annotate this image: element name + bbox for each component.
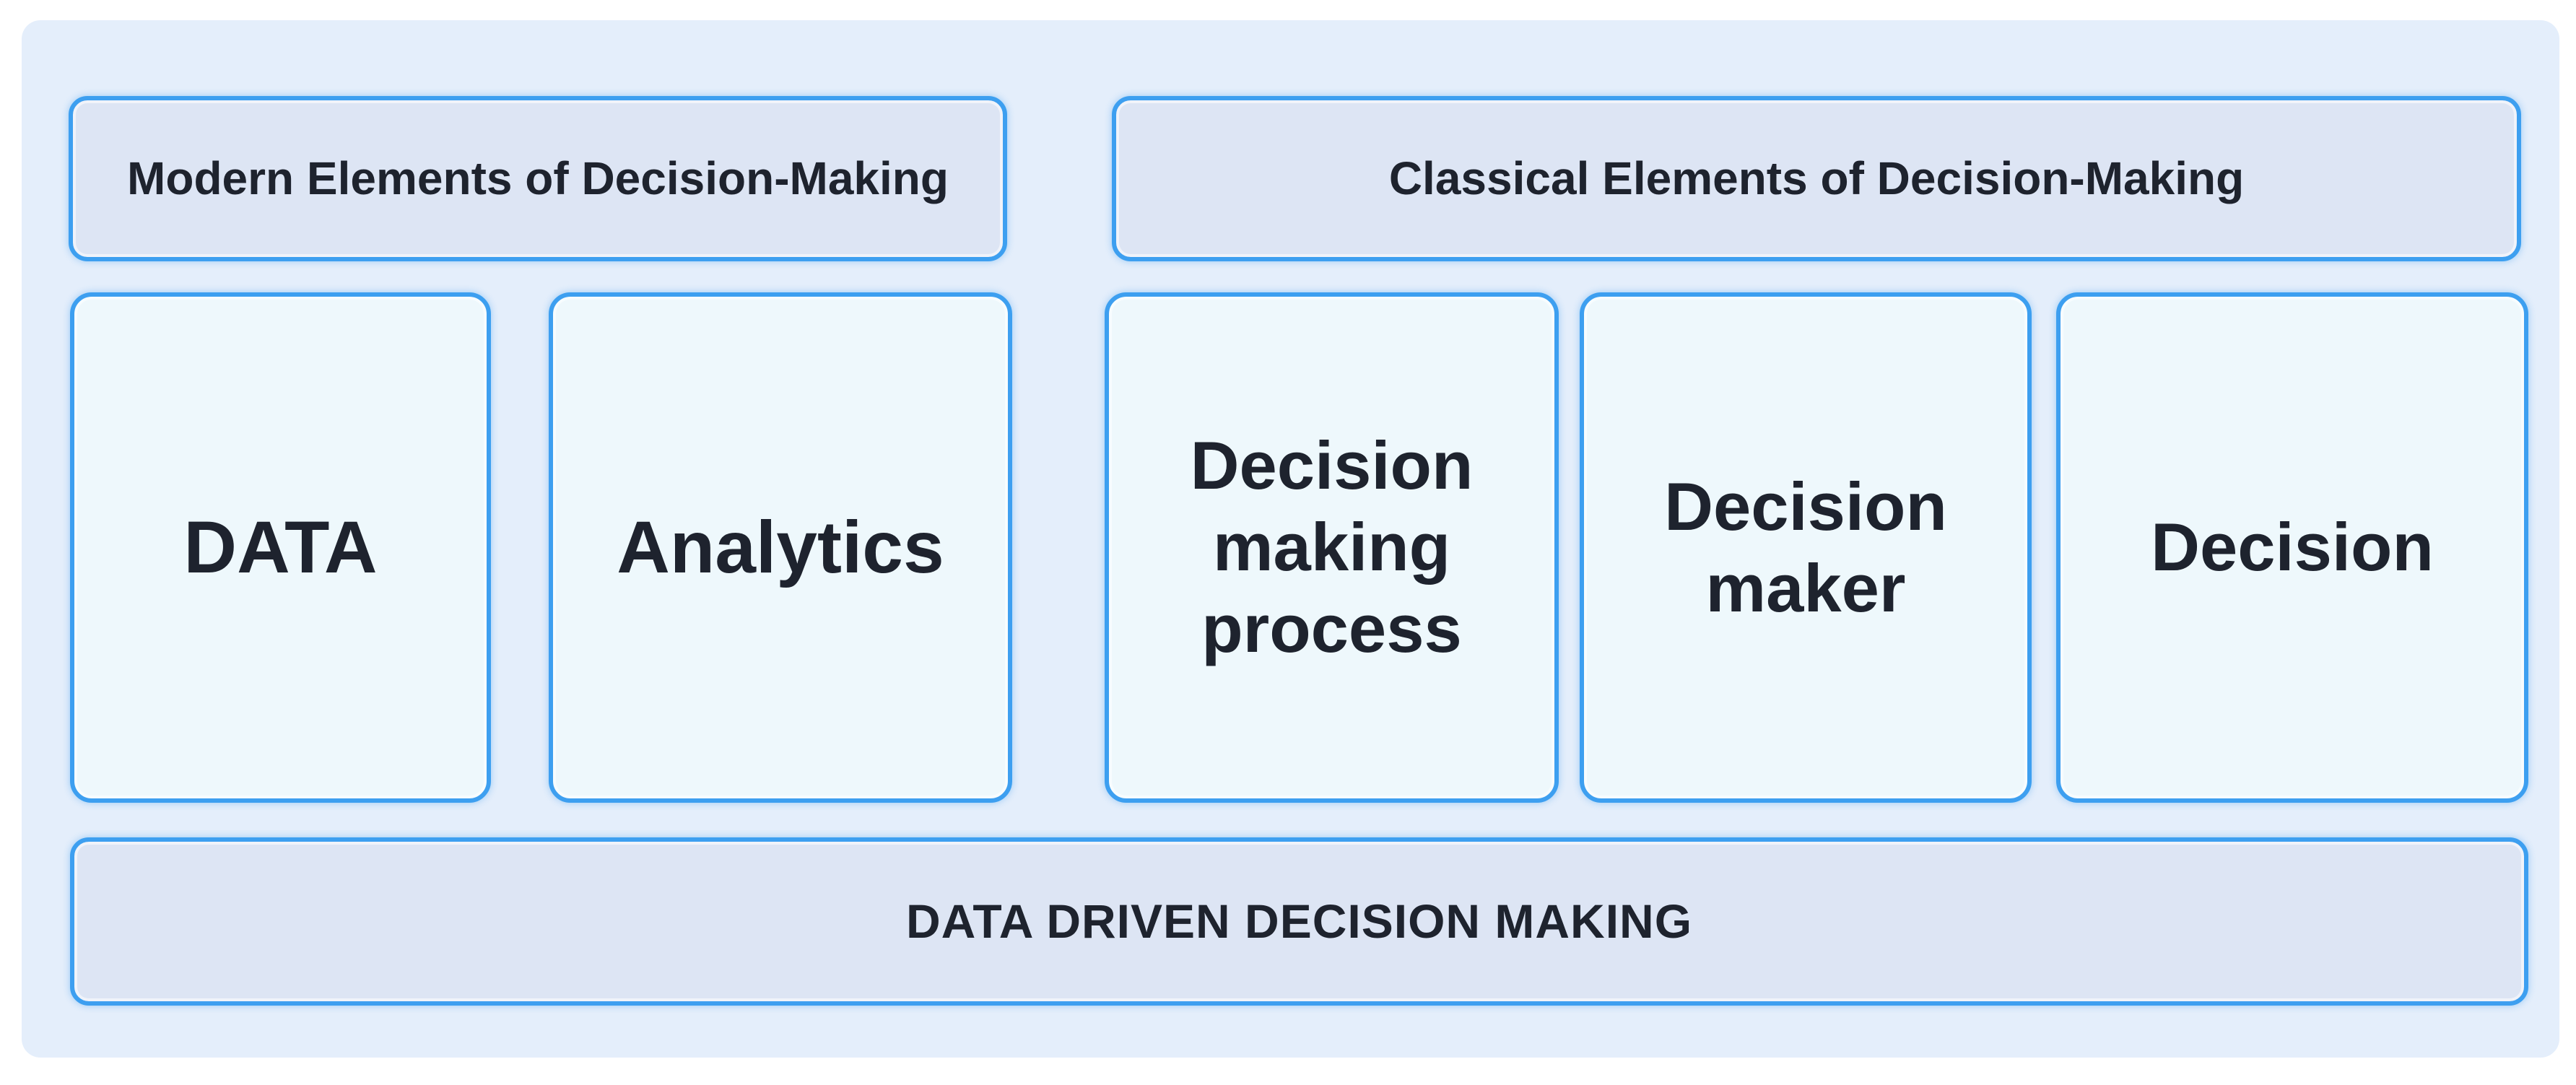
header-modern-elements-label: Modern Elements of Decision-Making: [127, 152, 949, 205]
box-decision-maker-label: Decision maker: [1664, 468, 1947, 626]
box-analytics: Analytics: [549, 292, 1012, 803]
box-decision-label: Decision: [2151, 509, 2434, 585]
box-data-label: DATA: [183, 506, 378, 589]
header-modern-elements: Modern Elements of Decision-Making: [69, 96, 1007, 261]
box-decision-maker: Decision maker: [1580, 292, 2032, 803]
box-decision-making-process-label: Decision making process: [1190, 427, 1474, 666]
footer-label: DATA DRIVEN DECISION MAKING: [905, 894, 1693, 948]
box-decision: Decision: [2056, 292, 2528, 803]
header-classical-elements-label: Classical Elements of Decision-Making: [1388, 152, 2245, 205]
box-data: DATA: [70, 292, 491, 803]
header-classical-elements: Classical Elements of Decision-Making: [1112, 96, 2521, 261]
box-decision-making-process: Decision making process: [1105, 292, 1559, 803]
box-analytics-label: Analytics: [617, 506, 944, 589]
footer-data-driven-decision-making: DATA DRIVEN DECISION MAKING: [70, 837, 2528, 1006]
diagram-panel: Modern Elements of Decision-Making Class…: [22, 20, 2559, 1058]
